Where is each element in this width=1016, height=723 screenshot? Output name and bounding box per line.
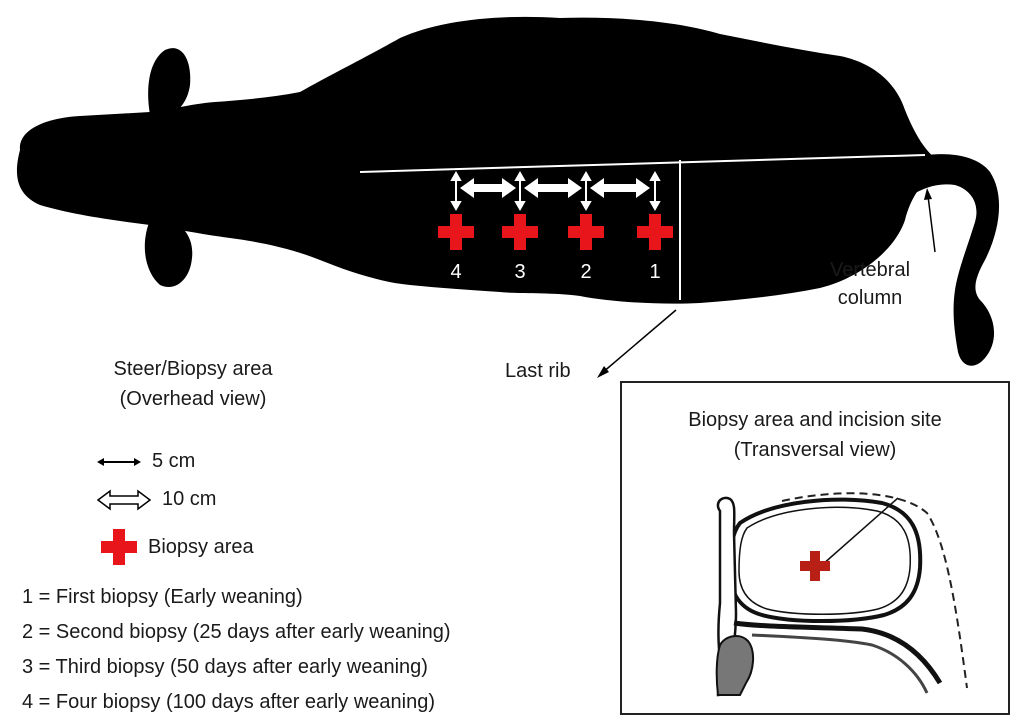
legend-cross: Biopsy area <box>100 528 254 566</box>
legend-small-arrow-label: 5 cm <box>152 450 195 473</box>
biopsy-number-4: 4 <box>450 261 461 283</box>
incision-cross <box>800 551 830 581</box>
legend-big-arrow: 10 cm <box>96 488 216 511</box>
vertebral-column-label-line1: Vertebral <box>810 258 930 282</box>
biopsy-number-1: 1 <box>649 261 660 283</box>
transversal-drawing <box>622 383 1008 713</box>
small-double-arrow-icon <box>96 455 142 469</box>
note-1: 1 = First biopsy (Early weaning) <box>22 586 303 609</box>
skin-dashed-line <box>782 493 967 688</box>
vertebral-pointer <box>924 188 935 252</box>
big-double-arrow-icon <box>96 489 152 511</box>
muscle-inner <box>739 507 910 614</box>
note-4: 4 = Four biopsy (100 days after early we… <box>22 691 435 714</box>
last-rib-label: Last rib <box>505 359 571 383</box>
transversal-view-inset: Biopsy area and incision site (Transvers… <box>620 381 1010 715</box>
legend-cross-label: Biopsy area <box>148 536 254 559</box>
legend-small-arrow: 5 cm <box>96 450 195 473</box>
vertebral-column-label: Vertebral column <box>810 258 930 310</box>
red-cross-icon <box>100 528 138 566</box>
note-3: 3 = Third biopsy (50 days after early we… <box>22 656 428 679</box>
last-rib-pointer <box>597 310 676 378</box>
caption-line1: Steer/Biopsy area <box>58 357 328 381</box>
rib-line <box>734 623 940 683</box>
legend-big-arrow-label: 10 cm <box>162 488 216 511</box>
vertebral-column-label-line2: column <box>810 286 930 310</box>
vertebra-body-hatched <box>717 636 753 695</box>
caption: Steer/Biopsy area (Overhead view) <box>58 357 328 411</box>
caption-line2: (Overhead view) <box>58 387 328 411</box>
biopsy-number-3: 3 <box>514 261 525 283</box>
note-2: 2 = Second biopsy (25 days after early w… <box>22 621 451 644</box>
biopsy-number-2: 2 <box>580 261 591 283</box>
ear-top <box>148 48 190 116</box>
